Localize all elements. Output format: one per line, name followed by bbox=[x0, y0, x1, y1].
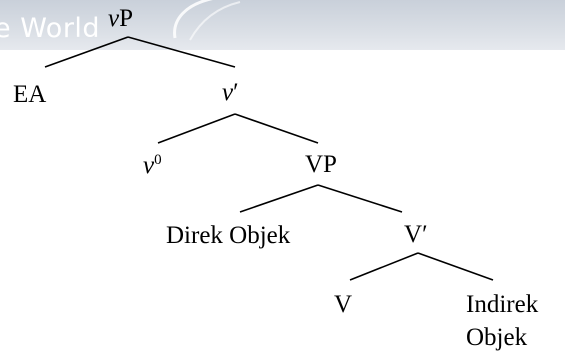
node-v-bar: v′ bbox=[222, 80, 239, 105]
node-direct-object: Direk Objek bbox=[166, 222, 291, 249]
banner-text: e World bbox=[0, 13, 101, 44]
node-root-head: v bbox=[108, 5, 120, 32]
node-v-bar2-head: V bbox=[404, 221, 423, 248]
node-v-zero-head: v bbox=[143, 152, 155, 179]
node-root-vp: vP bbox=[108, 6, 133, 31]
edge-vbar2-indirek bbox=[417, 252, 494, 281]
node-v-zero: v0 bbox=[143, 152, 162, 179]
swoosh-graphic bbox=[173, 0, 241, 41]
edge-vbar-vp bbox=[234, 113, 319, 144]
node-v-bar2-prime: ′ bbox=[422, 221, 428, 248]
edge-vbar2-v bbox=[349, 252, 419, 281]
node-v-bar2: V′ bbox=[404, 222, 428, 247]
edge-vp-direk bbox=[239, 184, 319, 213]
node-v-bar-prime: ′ bbox=[233, 79, 239, 106]
edge-vp-vbar2 bbox=[317, 184, 403, 213]
edge-vp-root-vbar bbox=[127, 36, 236, 68]
edge-vp-root-ea bbox=[44, 36, 129, 68]
node-ea: EA bbox=[13, 81, 47, 108]
node-root-tail: P bbox=[119, 5, 134, 32]
node-indirect-object-line2: Objek bbox=[466, 324, 528, 351]
node-v: V bbox=[334, 291, 353, 318]
node-v-bar-head: v bbox=[222, 79, 234, 106]
node-v-zero-sup: 0 bbox=[154, 152, 162, 168]
node-indirect-object-line1: Indirek bbox=[466, 291, 539, 318]
header-banner: e World bbox=[0, 0, 565, 50]
node-vp: VP bbox=[305, 151, 337, 178]
edge-vbar-vzero bbox=[157, 113, 236, 144]
